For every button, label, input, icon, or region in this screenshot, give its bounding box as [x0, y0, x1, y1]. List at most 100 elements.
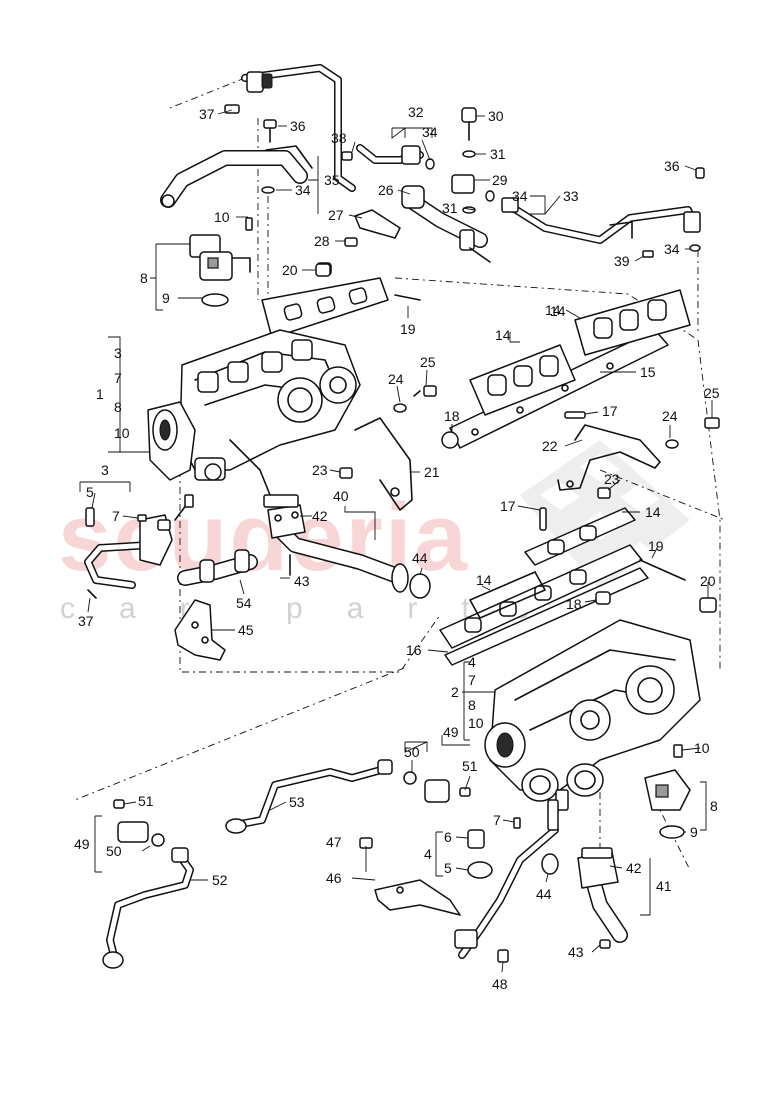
- callout-51: 51: [462, 758, 478, 774]
- callout-14: 14: [495, 327, 511, 343]
- callout-4: 4: [468, 654, 476, 670]
- callout-37: 37: [199, 106, 215, 122]
- callout-42: 42: [626, 860, 642, 876]
- watermark-sub-text: car parts: [60, 592, 573, 625]
- pipe-41: [541, 847, 628, 949]
- bracket-22: [557, 424, 661, 491]
- hose-54: [177, 549, 258, 586]
- line-52: [102, 847, 194, 969]
- callout-8: 8: [140, 270, 148, 286]
- bolt-25-right: [704, 417, 720, 429]
- callout-17: 17: [500, 498, 516, 514]
- callout-36: 36: [290, 118, 306, 134]
- callout-10: 10: [694, 740, 710, 756]
- callout-7: 7: [468, 672, 476, 688]
- callout-14: 14: [476, 572, 492, 588]
- callout-21: 21: [424, 464, 440, 480]
- callout-25: 25: [420, 354, 436, 370]
- callout-42: 42: [312, 508, 328, 524]
- seal-34-top: [261, 186, 275, 194]
- callout-30: 30: [488, 108, 504, 124]
- callout-29: 29: [492, 172, 508, 188]
- callout-44: 44: [536, 886, 552, 902]
- leader-lines: [79, 109, 713, 973]
- nut-18-lower: [595, 591, 611, 605]
- pipe-26: [401, 185, 491, 263]
- callout-17: 17: [602, 403, 618, 419]
- callout-7: 7: [112, 508, 120, 524]
- nut-20-lower: [699, 597, 717, 613]
- nut-18-upper: [441, 431, 459, 449]
- turbocharger-manifold-2: [484, 619, 701, 811]
- callout-14: 14: [545, 302, 561, 318]
- pipe-40: [263, 494, 431, 599]
- callout-50: 50: [404, 744, 420, 760]
- callout-44: 44: [412, 550, 428, 566]
- callout-49: 49: [443, 724, 459, 740]
- sensor-8-upper: [189, 217, 253, 307]
- callout-7: 7: [493, 812, 501, 828]
- callout-20: 20: [700, 573, 716, 589]
- valve-49-left: [113, 799, 165, 847]
- callout-41: 41: [656, 878, 672, 894]
- callout-8: 8: [114, 399, 122, 415]
- callout-8: 8: [710, 798, 718, 814]
- stud-17-upper: [564, 411, 586, 419]
- sensor-8-lower: [644, 744, 691, 839]
- callout-18: 18: [566, 596, 582, 612]
- bracket-27: [344, 209, 401, 247]
- bracket-45: [174, 599, 226, 661]
- oil-line-32: [341, 144, 435, 170]
- callout-35: 35: [324, 172, 340, 188]
- callout-31: 31: [490, 146, 506, 162]
- callout-2: 2: [451, 684, 459, 700]
- callout-14: 14: [550, 303, 566, 319]
- bracket-46: [359, 837, 461, 916]
- callout-34: 34: [295, 182, 311, 198]
- nut-23-right: [597, 487, 611, 499]
- washer-24-upper: [393, 403, 407, 413]
- callout-33: 33: [563, 188, 579, 204]
- callout-53: 53: [289, 794, 305, 810]
- stud-17-lower: [539, 507, 547, 531]
- callout-10: 10: [468, 715, 484, 731]
- callout-1: 1: [96, 386, 104, 402]
- nut-23-upper: [339, 467, 353, 479]
- callout-40: 40: [333, 488, 349, 504]
- callout-9: 9: [162, 290, 170, 306]
- bracket-21: [354, 417, 413, 511]
- callout-38: 38: [331, 130, 347, 146]
- callout-18: 18: [444, 408, 460, 424]
- callout-24: 24: [388, 371, 404, 387]
- callout-16: 16: [406, 642, 422, 658]
- callout-32: 32: [408, 104, 424, 120]
- callout-20: 20: [282, 262, 298, 278]
- callout-45: 45: [238, 622, 254, 638]
- callout-28: 28: [314, 233, 330, 249]
- sensor-group-4: [454, 799, 559, 963]
- callout-39: 39: [614, 253, 630, 269]
- callout-27: 27: [328, 207, 344, 223]
- line-53: [225, 759, 393, 834]
- callout-23: 23: [604, 471, 620, 487]
- oil-line-33: [501, 167, 705, 258]
- callout-34: 34: [512, 188, 528, 204]
- callout-6: 6: [444, 829, 452, 845]
- callout-19: 19: [400, 321, 416, 337]
- callout-5: 5: [444, 860, 452, 876]
- callout-52: 52: [212, 872, 228, 888]
- callout-10: 10: [114, 425, 130, 441]
- callout-25: 25: [704, 385, 720, 401]
- callout-3: 3: [101, 462, 109, 478]
- callout-31: 31: [442, 200, 458, 216]
- callout-34: 34: [422, 124, 438, 140]
- pipe-35: [160, 145, 313, 208]
- turbocharger-manifold-1: [147, 329, 361, 501]
- callout-19: 19: [648, 538, 664, 554]
- callout-10: 10: [214, 209, 230, 225]
- callout-3: 3: [114, 345, 122, 361]
- valve-49-middle: [403, 771, 471, 803]
- callout-labels: 37 36 34 35 10 8 9 20 19 38 32 34 30 31 …: [74, 104, 720, 992]
- callout-50: 50: [106, 843, 122, 859]
